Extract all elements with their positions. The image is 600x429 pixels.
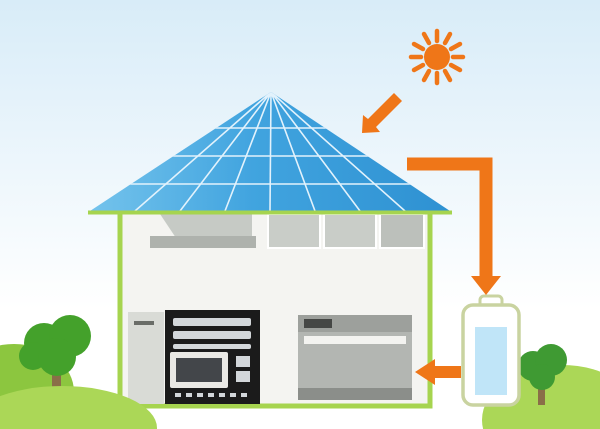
- solar-panel-grid-columns: [134, 92, 406, 211]
- upper-floor: [150, 213, 425, 249]
- control-button: [236, 356, 250, 367]
- window-panel: [379, 213, 425, 249]
- window-panel: [267, 213, 321, 249]
- range-hood: [160, 214, 252, 238]
- dishwasher: [298, 315, 412, 400]
- tree-canopy: [38, 338, 76, 376]
- control-button: [236, 371, 250, 382]
- cabinet-handle: [134, 321, 154, 325]
- sun-rays: [408, 28, 466, 86]
- sun-core: [424, 44, 450, 70]
- tree-canopy: [529, 364, 555, 390]
- bush-front-left: [0, 386, 157, 429]
- vent-slat: [173, 331, 251, 339]
- vent-slat: [173, 344, 251, 349]
- sunlight-arrow: [362, 93, 402, 133]
- arrow-head: [471, 276, 501, 295]
- cabinet-panel: [128, 312, 164, 404]
- dishwasher-kickplate: [298, 388, 412, 400]
- oven-window: [176, 358, 222, 382]
- dishwasher-handle-slot: [304, 336, 406, 344]
- battery-charge-level: [475, 327, 507, 395]
- battery-to-appliance-arrow: [415, 359, 461, 385]
- lower-floor-appliances: [128, 310, 412, 404]
- vent-slat: [173, 318, 251, 326]
- window-panel: [323, 213, 377, 249]
- sun-icon: [408, 28, 466, 86]
- arrow-shaft: [407, 157, 493, 277]
- dishwasher-control-panel: [304, 319, 332, 328]
- storage-battery: [461, 294, 521, 407]
- range-hood-bar: [150, 236, 256, 248]
- roof-to-battery-arrow: [407, 157, 501, 295]
- tree-trunk: [538, 382, 545, 405]
- kitchen-appliance-stack: [165, 310, 260, 404]
- right-tree: [518, 344, 567, 405]
